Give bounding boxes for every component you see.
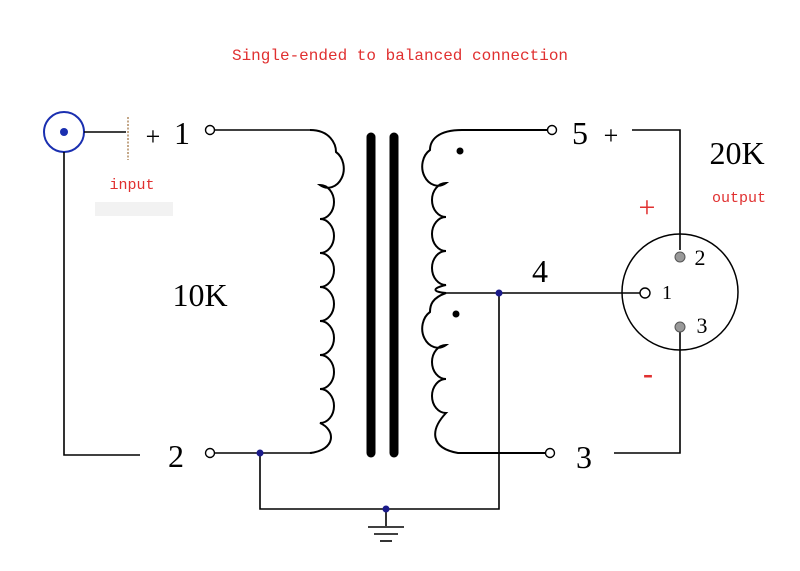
terminal-2 (204, 447, 216, 459)
xlr-pin-1 (639, 287, 651, 299)
polarity-dot-top (456, 147, 464, 155)
terminal-3-label: 3 (576, 439, 592, 475)
diagram-title: Single-ended to balanced connection (232, 47, 568, 65)
xlr-plus-sign: + (639, 191, 656, 224)
primary-impedance: 10K (172, 277, 227, 313)
xlr-pin-2-label: 2 (695, 245, 706, 270)
secondary-impedance: 20K (709, 135, 764, 171)
input-label: input (109, 177, 154, 194)
junction-terminal-2 (256, 449, 264, 457)
xlr-pin-1-label: 1 (662, 282, 672, 304)
output-minus-wire (614, 328, 681, 454)
xlr-pin-3 (674, 321, 686, 333)
terminal-5 (546, 124, 558, 136)
ground-bus-wire (259, 293, 500, 510)
xlr-minus-sign: - (643, 357, 653, 390)
secondary-coil-upper (421, 129, 550, 294)
jack-ground-wire (63, 152, 140, 456)
input-label-shadow (95, 202, 173, 216)
secondary-coil-lower (421, 292, 548, 454)
output-label: output (712, 190, 766, 207)
terminal-1-plus: + (146, 122, 161, 151)
polarity-dot-center (452, 310, 460, 318)
terminal-3 (544, 447, 556, 459)
terminal-1-label: 1 (174, 115, 190, 151)
output-plus-wire (632, 129, 681, 250)
primary-coil (309, 129, 345, 454)
xlr-pin-3-label: 3 (697, 313, 708, 338)
ground-symbol (368, 526, 404, 542)
input-jack (43, 111, 85, 153)
terminal-1 (204, 124, 216, 136)
terminal-2-label: 2 (168, 438, 184, 474)
junction-center-tap (495, 289, 503, 297)
junction-ground (382, 505, 390, 513)
xlr-pin-2 (674, 251, 686, 263)
terminal-5-plus: + (604, 121, 619, 150)
terminal-4-label: 4 (532, 253, 548, 289)
xlr-connector (621, 233, 739, 351)
terminal-5-label: 5 (572, 115, 588, 151)
